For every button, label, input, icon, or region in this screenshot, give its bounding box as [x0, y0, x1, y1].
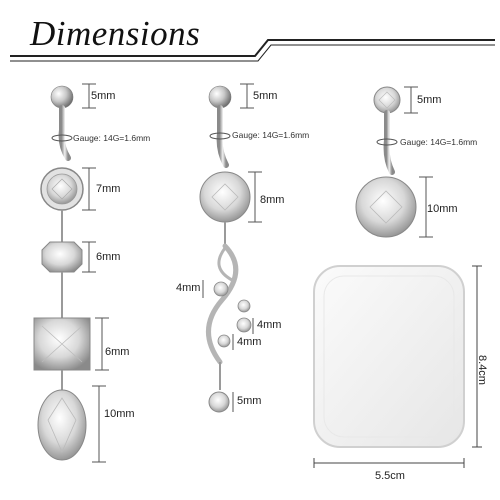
piece1-oval-stone-size: 10mm: [104, 408, 135, 420]
piece1-belly-ring: [33, 85, 91, 461]
piece1-dimension-marks: [51, 83, 109, 463]
piece1-ball-size: 5mm: [91, 90, 116, 102]
piece3-belly-ring: [355, 86, 417, 238]
piece2-gauge: Gauge: 14G=1.6mm: [232, 130, 310, 140]
storage-box: [313, 265, 465, 448]
piece2-top-stone-size: 8mm: [260, 194, 285, 206]
piece1-square-stone-size: 6mm: [105, 346, 130, 358]
page-title: Dimensions: [30, 14, 201, 53]
piece2-bottom-stone-size: 5mm: [237, 395, 262, 407]
piece1-bezel-stone-size: 7mm: [96, 183, 121, 195]
piece3-top-stone-size: 5mm: [417, 94, 442, 106]
piece3-dimension-marks: [376, 86, 433, 238]
box-width-label: 5.5cm: [375, 470, 405, 482]
piece2-right-stone-size: 4mm: [257, 319, 282, 331]
piece3-bottom-stone-size: 10mm: [427, 203, 458, 215]
piece2-dimension-marks: [202, 83, 262, 412]
piece2-middle-stone-size: 4mm: [237, 336, 262, 348]
box-dimension-marks: [313, 265, 482, 468]
piece1-round-stone-size: 6mm: [96, 251, 121, 263]
piece1-gauge: Gauge: 14G=1.6mm: [73, 133, 151, 143]
piece2-ball-size: 5mm: [253, 90, 278, 102]
piece3-gauge: Gauge: 14G=1.6mm: [400, 137, 478, 147]
box-height-label: 8.4cm: [475, 355, 488, 385]
piece2-left-stone-size: 4mm: [176, 282, 201, 294]
title-underline: [10, 39, 495, 62]
